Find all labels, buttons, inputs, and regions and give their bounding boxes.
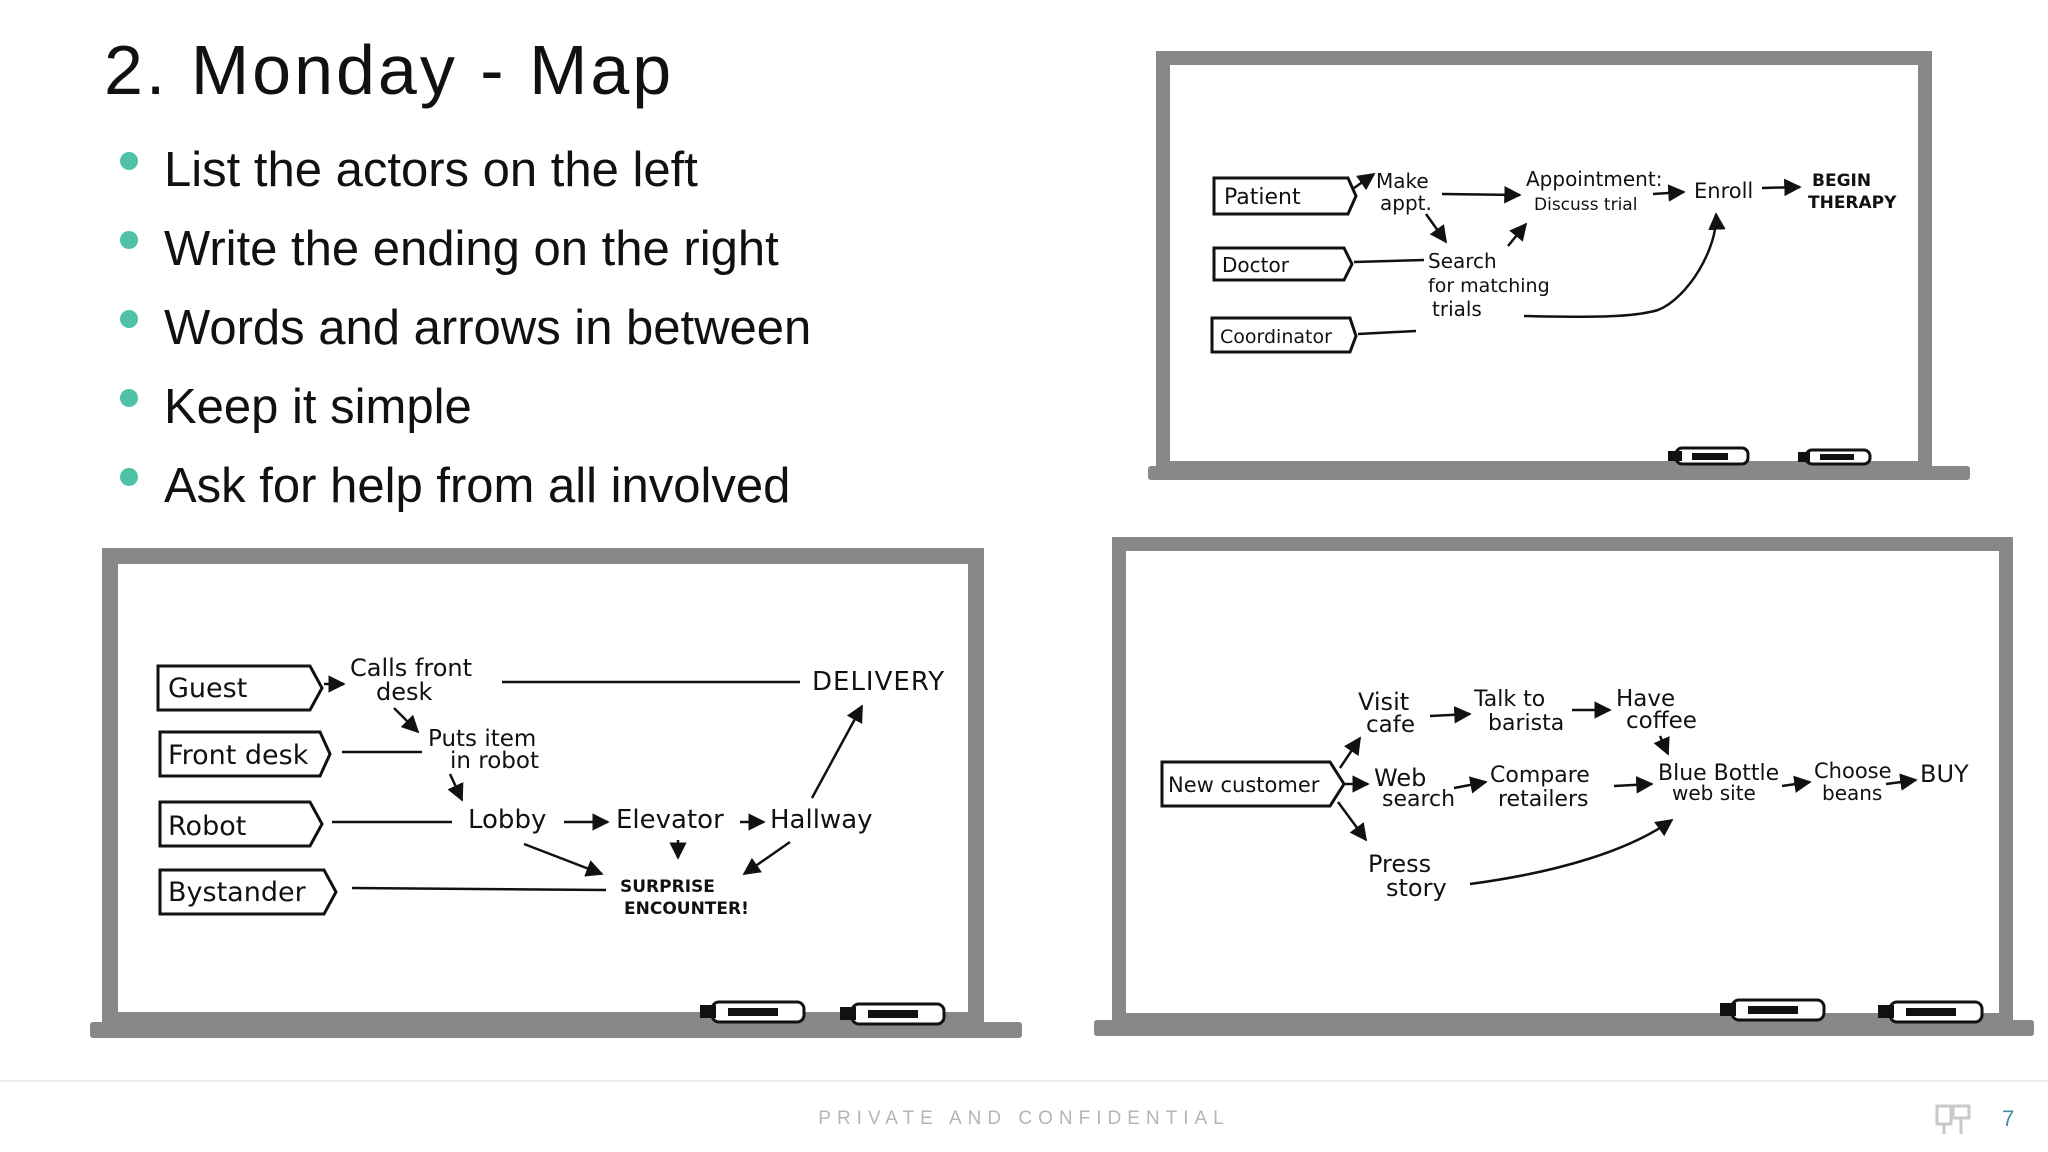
- bullet-text: List the actors on the left: [164, 143, 698, 197]
- flow-arrows: [1353, 172, 1802, 336]
- step-label: Compare: [1490, 763, 1590, 788]
- actor-tag: Coordinator: [1210, 316, 1358, 354]
- step-label: Blue Bottle: [1658, 761, 1779, 786]
- step-label: web site: [1672, 781, 1756, 805]
- marker-icon: [700, 1000, 806, 1024]
- whiteboard-frame: [102, 548, 984, 1028]
- step-label: Enroll: [1694, 179, 1753, 203]
- actor-tag: Patient: [1212, 176, 1358, 216]
- actor-tag: Bystander: [158, 868, 338, 916]
- step-label: Choose: [1814, 759, 1892, 783]
- step-label: desk: [376, 678, 433, 706]
- actor-tag: Front desk: [158, 730, 332, 778]
- step-label: BUY: [1920, 760, 1969, 788]
- page-number: 7: [2002, 1106, 2015, 1131]
- step-label: story: [1386, 874, 1447, 902]
- marker-icon: [1798, 448, 1872, 466]
- bullet-dot-icon: [120, 231, 138, 249]
- bullet-item: List the actors on the left: [118, 138, 811, 217]
- actor-label: Robot: [168, 811, 246, 842]
- step-label: barista: [1488, 711, 1564, 736]
- actor-label: Guest: [168, 673, 247, 704]
- bullet-text: Write the ending on the right: [164, 222, 779, 276]
- bullet-item: Ask for help from all involved: [118, 454, 811, 533]
- flow-arrows: [324, 675, 864, 892]
- step-label: Puts item: [428, 726, 536, 752]
- slide-title: 2. Monday - Map: [104, 31, 675, 109]
- actor-tag: Robot: [158, 800, 324, 848]
- footer-confidential: PRIVATE AND CONFIDENTIAL: [818, 1108, 1230, 1129]
- bullet-dot-icon: [120, 468, 138, 486]
- step-label: DELIVERY: [812, 667, 945, 697]
- step-label: coffee: [1626, 708, 1697, 734]
- step-label: for matching: [1428, 275, 1550, 297]
- bullet-item: Words and arrows in between: [118, 296, 811, 375]
- whiteboard-frame: [1156, 51, 1932, 475]
- bullet-item: Write the ending on the right: [118, 217, 811, 296]
- marker-tray: [1094, 1020, 2034, 1036]
- whiteboard-patient: Patient Doctor Coordinator Make appt. Ap…: [1148, 48, 1972, 494]
- step-label: Web: [1374, 764, 1426, 792]
- actor-label: New customer: [1168, 773, 1320, 797]
- marker-icon: [1720, 998, 1826, 1022]
- marker-icon: [1668, 446, 1750, 466]
- step-label: Search: [1428, 249, 1497, 273]
- step-label: retailers: [1498, 787, 1588, 812]
- marker-tray: [90, 1022, 1022, 1038]
- flow-arrows: [1336, 701, 1918, 886]
- marker-icon: [840, 1002, 946, 1026]
- actor-label: Bystander: [168, 877, 307, 908]
- step-label: beans: [1822, 781, 1882, 805]
- whiteboard-coffee: New customer Visit cafe Talk to barista …: [1090, 532, 2040, 1056]
- step-label: Calls front: [350, 654, 472, 682]
- step-label: trials: [1432, 297, 1482, 321]
- bullet-text: Words and arrows in between: [164, 301, 812, 355]
- marker-tray: [1148, 466, 1970, 480]
- step-label: Visit: [1358, 688, 1409, 716]
- actor-label: Patient: [1224, 185, 1301, 210]
- step-label: THERAPY: [1808, 193, 1897, 213]
- actor-label: Front desk: [168, 740, 309, 771]
- step-label: appt.: [1380, 191, 1432, 215]
- whiteboard-robot: Guest Front desk Robot Bystander Calls f…: [88, 534, 1028, 1056]
- actor-tag: Doctor: [1212, 246, 1354, 282]
- step-label: Hallway: [770, 805, 873, 835]
- bullet-dot-icon: [120, 310, 138, 328]
- step-label: Elevator: [616, 805, 724, 835]
- step-label: SURPRISE: [620, 877, 715, 897]
- step-label: Lobby: [468, 805, 546, 835]
- bullet-dot-icon: [120, 389, 138, 407]
- step-label: ENCOUNTER!: [624, 899, 749, 919]
- step-label: Press: [1368, 850, 1431, 878]
- bullet-text: Keep it simple: [164, 380, 472, 434]
- footer-divider: [0, 1080, 2048, 1082]
- step-label: in robot: [450, 748, 539, 774]
- step-label: cafe: [1366, 712, 1415, 738]
- step-label: Appointment:: [1526, 167, 1662, 191]
- step-label: BEGIN: [1812, 171, 1871, 191]
- step-label: Have: [1616, 686, 1675, 712]
- actor-tag: New customer: [1160, 760, 1346, 808]
- company-logo-icon: [1934, 1102, 1974, 1143]
- bullet-dot-icon: [120, 152, 138, 170]
- bullet-item: Keep it simple: [118, 375, 811, 454]
- bullet-text: Ask for help from all involved: [164, 459, 791, 513]
- actor-tag: Guest: [156, 664, 324, 712]
- step-label: Make: [1376, 169, 1429, 193]
- actor-label: Coordinator: [1220, 326, 1332, 348]
- marker-icon: [1878, 1000, 1984, 1024]
- step-label: Discuss trial: [1534, 195, 1637, 215]
- bullet-list: List the actors on the left Write the en…: [118, 138, 811, 533]
- actor-label: Doctor: [1222, 253, 1290, 277]
- step-label: Talk to: [1473, 687, 1545, 712]
- step-label: search: [1382, 787, 1455, 812]
